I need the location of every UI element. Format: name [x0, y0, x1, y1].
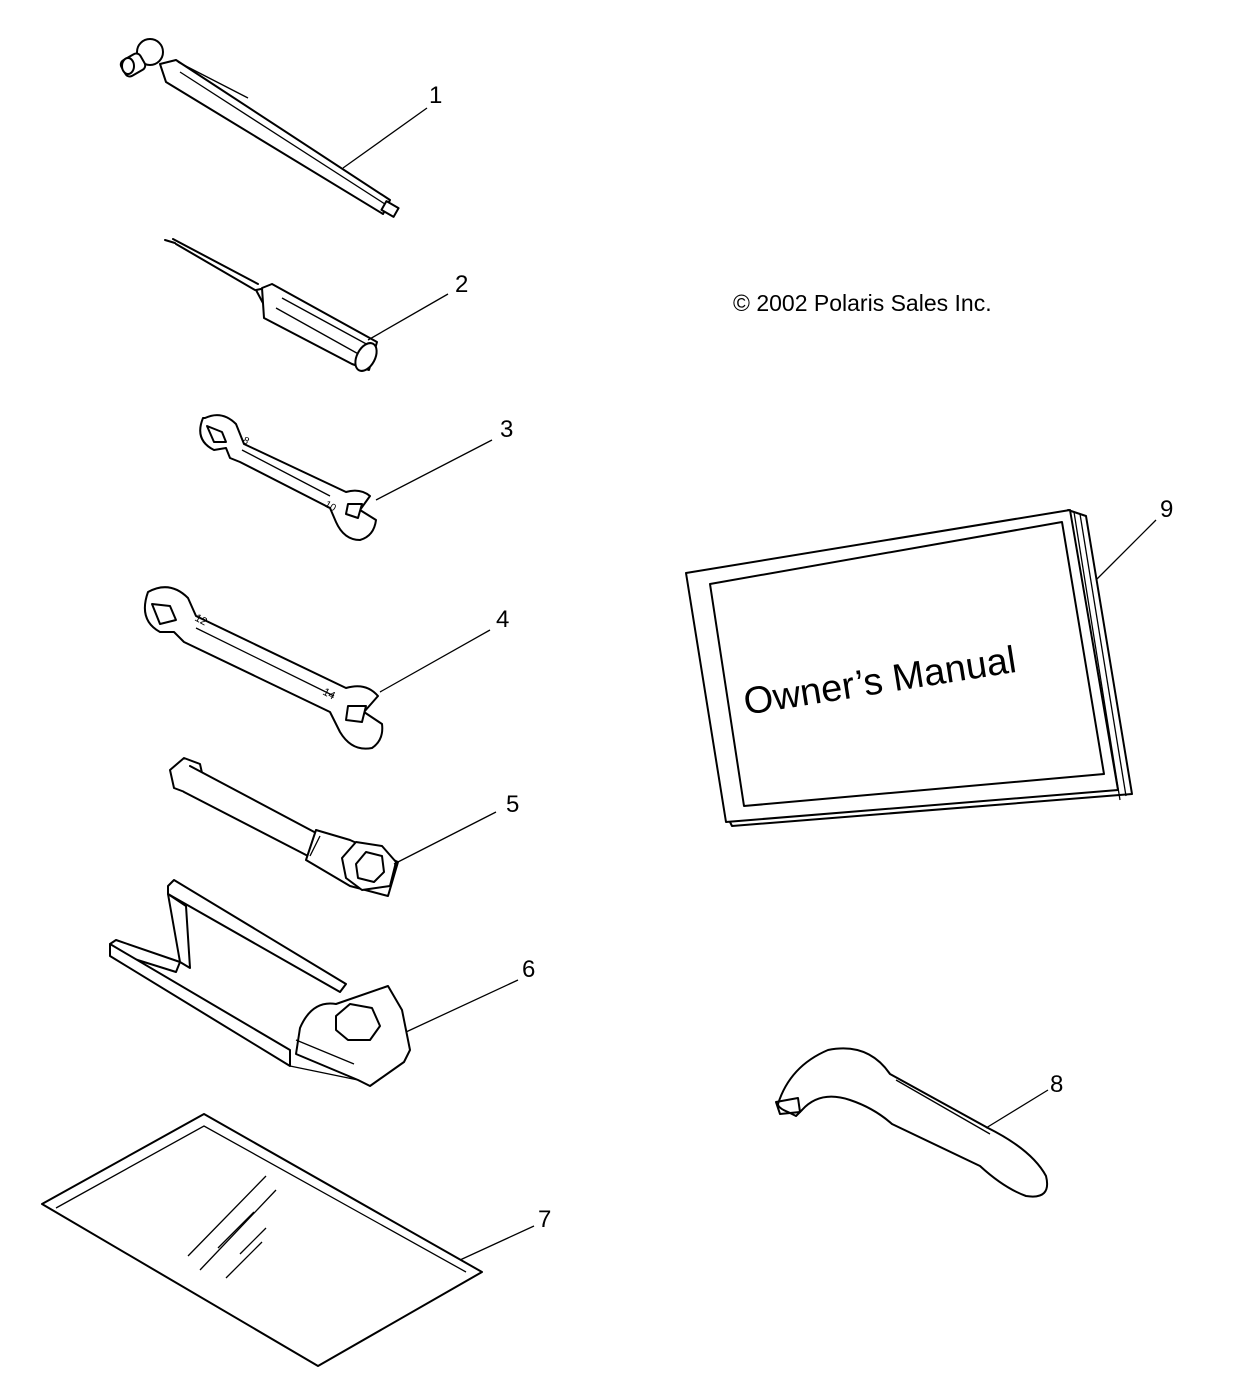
- callout-6: 6: [522, 956, 535, 983]
- callout-5: 5: [506, 791, 519, 818]
- wrench-size-mark: 14: [321, 686, 337, 702]
- wrench-size-mark: 8: [241, 435, 252, 448]
- copyright-notice: © 2002 Polaris Sales Inc.: [733, 290, 992, 316]
- open-end-wrench-8-10: 8 10: [199, 414, 377, 541]
- leader-line-1: [342, 107, 428, 169]
- spark-plug-socket: [169, 757, 399, 897]
- tire-pressure-gauge: [119, 38, 400, 218]
- spark-plug-tool: [109, 879, 411, 1087]
- wrench-size-mark: 10: [323, 499, 339, 514]
- leader-line-8: [985, 1089, 1049, 1129]
- leader-line-6: [405, 979, 519, 1033]
- callout-8: 8: [1050, 1071, 1063, 1098]
- callout-3: 3: [500, 416, 513, 443]
- callout-7: 7: [538, 1206, 551, 1233]
- open-end-wrench-12-14: 12 14: [144, 586, 384, 750]
- callout-2: 2: [455, 271, 468, 298]
- leader-line-3: [375, 439, 493, 501]
- wrench-size-mark: 12: [193, 612, 209, 628]
- plastic-bag: [41, 1113, 483, 1367]
- spanner-wrench: [775, 1047, 1048, 1198]
- leader-line-4: [379, 629, 491, 693]
- leader-line-2: [367, 293, 449, 341]
- callout-1: 1: [429, 82, 442, 109]
- callout-4: 4: [496, 606, 509, 633]
- leader-line-5: [393, 811, 497, 865]
- leader-line-7: [459, 1225, 535, 1261]
- screwdriver: [164, 238, 378, 372]
- leader-line-9: [1095, 519, 1157, 581]
- callout-9: 9: [1160, 496, 1173, 523]
- owners-manual: Owner’s Manual: [685, 509, 1133, 827]
